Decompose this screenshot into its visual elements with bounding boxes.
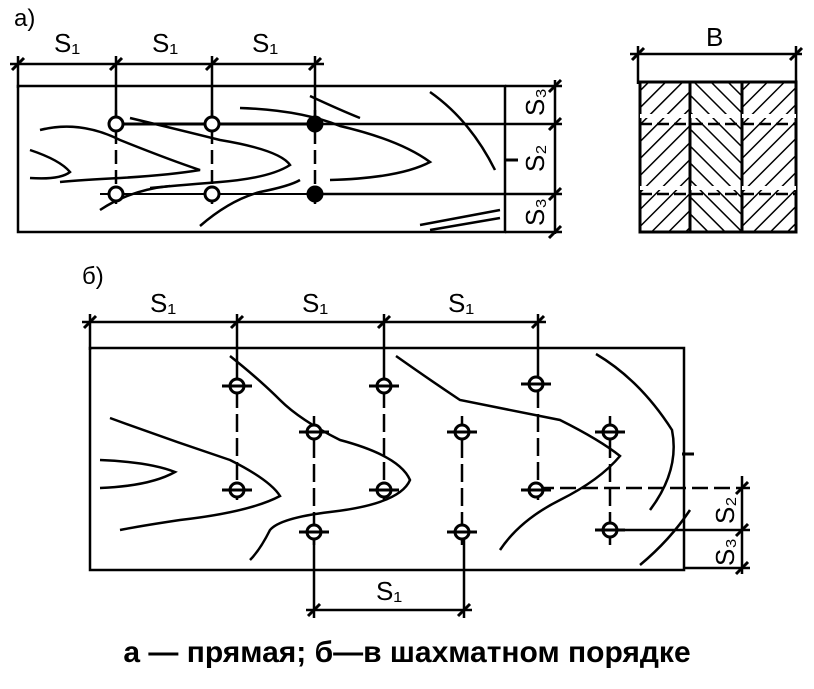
part-b-s1-bottom-label: S₁ (376, 576, 402, 606)
section-width-label: B (706, 22, 723, 52)
bolt-hole-icon (299, 523, 329, 541)
bolt-hole-icon (447, 523, 477, 541)
part-b-s3-label: S₃ (710, 538, 740, 566)
bolt-hole-icon (369, 377, 399, 395)
figure-caption: а — прямая; б—в шахматном порядке (123, 636, 691, 669)
bolt-hole-icon (521, 481, 551, 499)
part-a: а) (10, 5, 563, 240)
bolt-hole-icon (306, 185, 324, 203)
part-b-s1-label: S₁ (448, 288, 474, 318)
hatch-pattern-icon (740, 80, 798, 234)
part-b-board (88, 346, 686, 572)
bolt-hole-icon (369, 481, 399, 499)
bolt-hole-icon (447, 423, 477, 441)
bolt-hole-icon (107, 115, 125, 133)
bolt-hole-icon (203, 115, 221, 133)
hatch-pattern-icon (638, 80, 692, 234)
part-a-s1-label: S₁ (152, 28, 178, 58)
part-a-s3-label: S₃ (520, 198, 550, 226)
hatch-pattern-icon (688, 80, 744, 234)
part-b: б) (82, 263, 750, 618)
bolt-hole-icon (222, 481, 252, 499)
part-b-s1-label: S₁ (302, 288, 328, 318)
bolt-hole-icon (595, 423, 625, 441)
part-a-label: а) (14, 5, 35, 32)
part-a-holes (107, 115, 324, 203)
bolt-hole-icon (299, 423, 329, 441)
bolt-hole-icon (107, 185, 125, 203)
part-a-s3-label: S₃ (520, 88, 550, 116)
part-a-s2-label: S₂ (520, 145, 550, 172)
part-b-label: б) (82, 263, 104, 290)
bolt-hole-icon (306, 115, 324, 133)
part-b-s2-label: S₂ (710, 497, 740, 524)
part-b-holes (222, 375, 625, 541)
bolt-hole-icon (595, 521, 625, 539)
bolt-hole-icon (521, 375, 551, 393)
part-a-s1-label: S₁ (252, 28, 278, 58)
bolt-hole-icon (222, 377, 252, 395)
part-b-s1-label: S₁ (150, 288, 176, 318)
part-a-s1-label: S₁ (54, 28, 80, 58)
bolt-hole-icon (203, 185, 221, 203)
part-a-board (16, 84, 507, 234)
cross-section: B (630, 22, 804, 234)
